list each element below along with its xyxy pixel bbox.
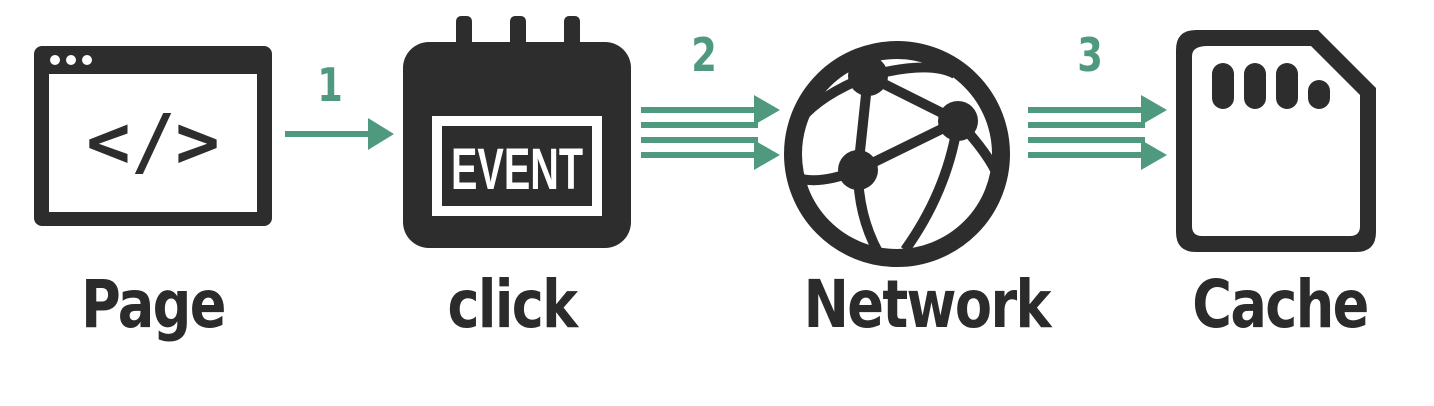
event-calendar-icon: EVENT <box>403 16 631 248</box>
step-number-3: 3 <box>1077 28 1103 82</box>
arrow-3 <box>1028 95 1167 170</box>
arrow-2 <box>641 95 780 170</box>
network-globe-icon <box>784 41 1010 267</box>
node-label-cache: Cache <box>1192 266 1369 343</box>
code-symbol: </> <box>86 99 220 185</box>
node-label-network: Network <box>803 266 1052 343</box>
step-number-1: 1 <box>317 58 343 112</box>
node-label-click: click <box>447 266 578 343</box>
arrow-1 <box>285 118 394 150</box>
step-number-2: 2 <box>691 28 717 82</box>
node-label-page: Page <box>81 266 226 343</box>
sd-card-icon <box>1176 30 1376 252</box>
event-text: EVENT <box>451 137 583 202</box>
code-window-icon: </> <box>34 46 272 226</box>
